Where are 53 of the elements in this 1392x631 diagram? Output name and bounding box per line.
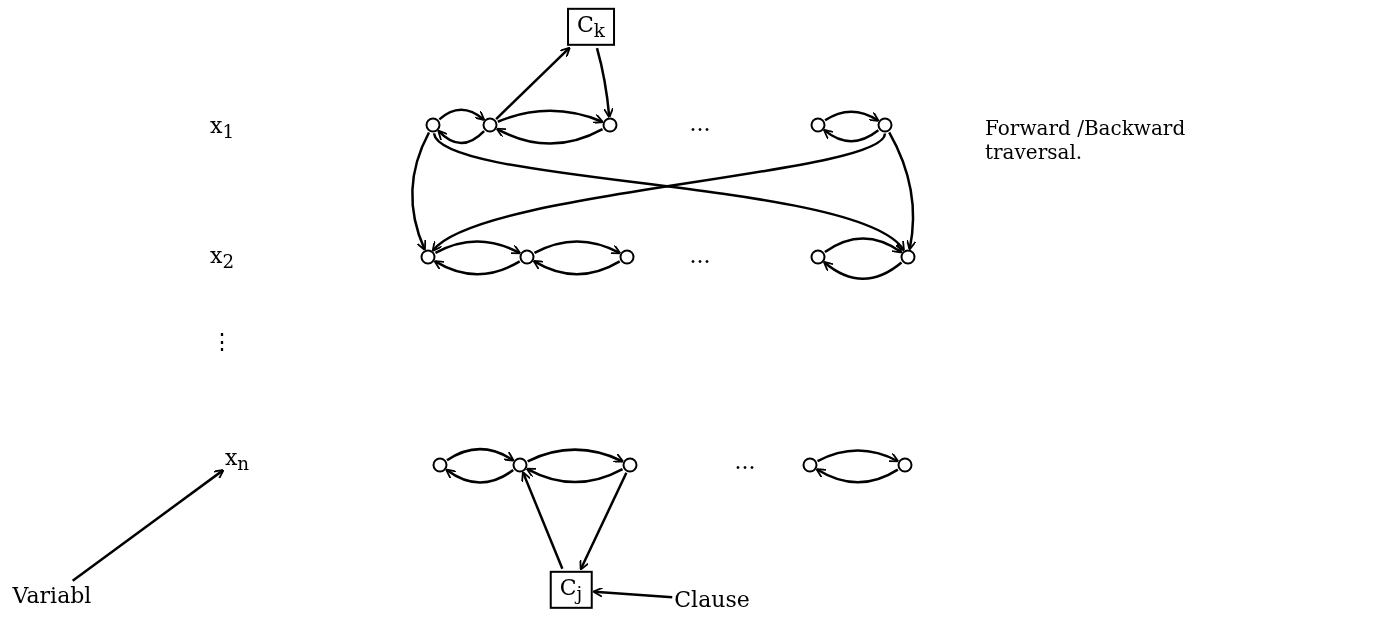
arrow bbox=[495, 46, 571, 120]
note-text: Forward /Backward traversal. bbox=[985, 116, 1187, 164]
arrow bbox=[824, 237, 903, 254]
arrow bbox=[527, 448, 625, 463]
ellipsis: ... bbox=[734, 448, 756, 476]
state-circle bbox=[900, 249, 916, 265]
state-circle bbox=[425, 117, 441, 133]
arrow bbox=[822, 261, 903, 280]
node-label: x$_{n}$ bbox=[224, 444, 250, 476]
state-circle bbox=[519, 249, 535, 265]
arrow bbox=[445, 468, 514, 484]
arrow bbox=[521, 471, 564, 570]
arrow bbox=[497, 109, 604, 124]
arrow bbox=[533, 240, 622, 255]
state-circle bbox=[619, 249, 635, 265]
arrow bbox=[525, 467, 624, 484]
arrow bbox=[824, 110, 880, 122]
arrow bbox=[71, 468, 225, 582]
state-circle bbox=[877, 117, 893, 133]
arrow bbox=[411, 131, 431, 251]
state-circle bbox=[420, 249, 436, 265]
arrow bbox=[822, 128, 880, 143]
arrow bbox=[579, 472, 628, 571]
variable-label: x$_{1}$ bbox=[209, 112, 235, 144]
arrow bbox=[592, 586, 673, 599]
state-circle bbox=[432, 457, 448, 473]
arrow bbox=[595, 47, 614, 119]
arrow bbox=[532, 260, 621, 276]
state-circle bbox=[802, 457, 818, 473]
arrow bbox=[815, 468, 899, 484]
arrow bbox=[888, 131, 917, 251]
state-circle bbox=[810, 249, 826, 265]
state-circle bbox=[622, 457, 638, 473]
clause-box: C$_{k}$ bbox=[567, 7, 615, 47]
arrow bbox=[434, 240, 522, 255]
arrow bbox=[446, 447, 515, 462]
arrow bbox=[495, 127, 604, 145]
variable-label: x$_{2}$ bbox=[209, 242, 235, 274]
ellipsis: ... bbox=[689, 242, 711, 270]
vertical-ellipsis: ⋮ bbox=[211, 328, 233, 356]
state-circle bbox=[897, 457, 913, 473]
state-circle bbox=[810, 117, 826, 133]
arrow bbox=[438, 108, 486, 121]
ellipsis: ... bbox=[689, 110, 711, 138]
clause-box: C$_{j}$ bbox=[549, 570, 593, 610]
state-circle bbox=[482, 117, 498, 133]
state-circle bbox=[512, 457, 528, 473]
arrow bbox=[433, 260, 521, 276]
arrow bbox=[437, 129, 485, 145]
node-label: Clause bbox=[674, 586, 750, 614]
arrow bbox=[817, 449, 900, 463]
state-circle bbox=[602, 117, 618, 133]
node-label: Variabl bbox=[12, 582, 92, 610]
